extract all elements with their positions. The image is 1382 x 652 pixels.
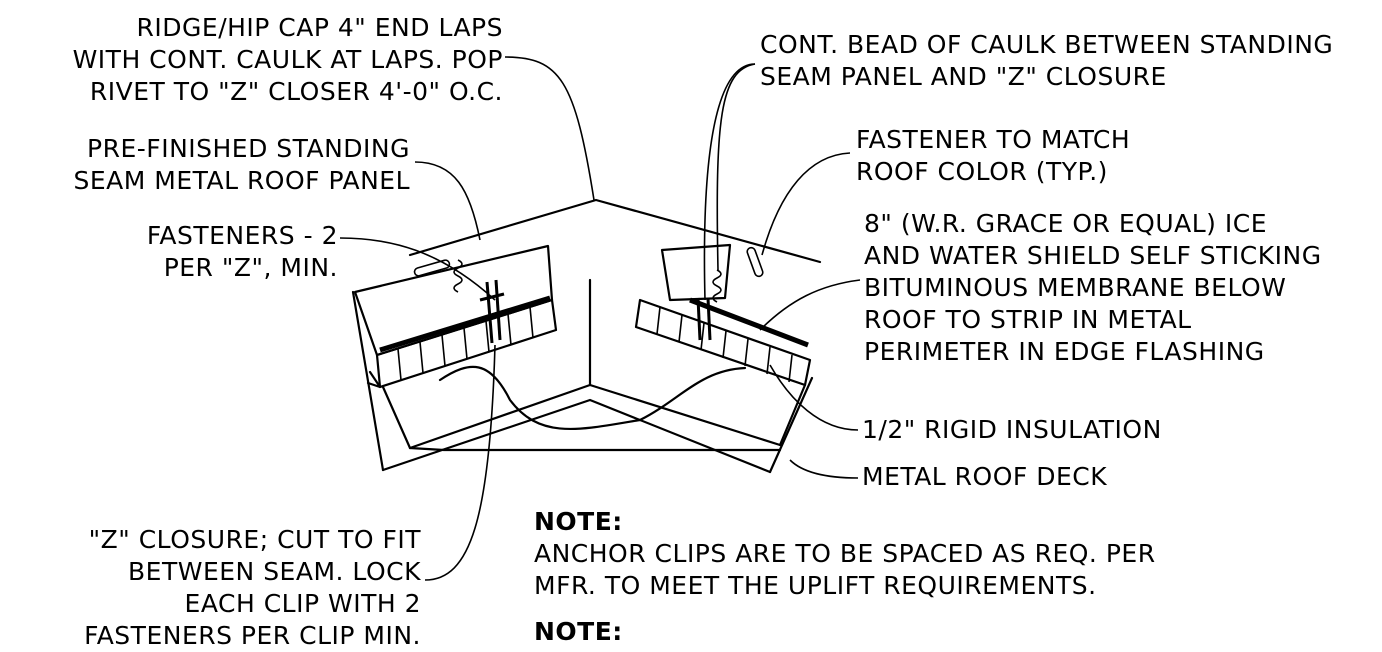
- metal-roof-deck: [381, 278, 782, 474]
- right-roof-assembly: [634, 243, 814, 474]
- ice-shield-line-4: ROOF TO STRIP IN METAL: [864, 305, 1192, 334]
- panel-line-1: PRE-FINISHED STANDING: [87, 134, 410, 163]
- note-1: NOTE: ANCHOR CLIPS ARE TO BE SPACED AS R…: [534, 507, 1156, 600]
- left-insulation-hatch: [397, 306, 534, 381]
- ice-shield-line-3: BITUMINOUS MEMBRANE BELOW: [864, 273, 1286, 302]
- note-1-heading: NOTE:: [534, 507, 623, 536]
- panel-label: PRE-FINISHED STANDING SEAM METAL ROOF PA…: [73, 134, 410, 195]
- right-insulation-hatch: [656, 306, 793, 383]
- left-panel: [353, 244, 554, 357]
- z-closure-line-4: FASTENERS PER CLIP MIN.: [84, 621, 421, 650]
- fastener-color-line-2: ROOF COLOR (TYP.): [856, 157, 1108, 186]
- ridge-cap-label: RIDGE/HIP CAP 4" END LAPS WITH CONT. CAU…: [73, 13, 503, 106]
- z-closure-line-2: BETWEEN SEAM. LOCK: [128, 557, 421, 586]
- z-closure-label: "Z" CLOSURE; CUT TO FIT BETWEEN SEAM. LO…: [84, 525, 421, 650]
- right-caulk-bead: [712, 269, 722, 303]
- insulation-label: 1/2" RIGID INSULATION: [862, 415, 1162, 444]
- deck-label: METAL ROOF DECK: [862, 462, 1107, 491]
- panel-line-2: SEAM METAL ROOF PANEL: [73, 166, 410, 195]
- note-2-heading: NOTE:: [534, 617, 623, 646]
- note-2: NOTE:: [534, 617, 623, 646]
- left-roof-assembly: [351, 244, 558, 472]
- ice-shield-line-5: PERIMETER IN EDGE FLASHING: [864, 337, 1265, 366]
- ridge-cap-line-3: RIVET TO "Z" CLOSER 4'-0" O.C.: [90, 77, 503, 106]
- z-closure-line-1: "Z" CLOSURE; CUT TO FIT: [89, 525, 422, 554]
- right-panel: [660, 243, 732, 302]
- fasteners-line-1: FASTENERS - 2: [147, 221, 338, 250]
- fasteners-label: FASTENERS - 2 PER "Z", MIN.: [147, 221, 338, 282]
- fasteners-line-2: PER "Z", MIN.: [164, 253, 338, 282]
- z-closure-line-3: EACH CLIP WITH 2: [185, 589, 421, 618]
- fastener-color-label: FASTENER TO MATCH ROOF COLOR (TYP.): [856, 125, 1130, 186]
- caulk-bead-line-2: SEAM PANEL AND "Z" CLOSURE: [760, 62, 1167, 91]
- caulk-bead-line-1: CONT. BEAD OF CAULK BETWEEN STANDING: [760, 30, 1333, 59]
- ice-shield-label: 8" (W.R. GRACE OR EQUAL) ICE AND WATER S…: [864, 209, 1322, 366]
- ridge-cap-line-2: WITH CONT. CAULK AT LAPS. POP: [73, 45, 503, 74]
- ice-shield-line-1: 8" (W.R. GRACE OR EQUAL) ICE: [864, 209, 1267, 238]
- left-insulation: [375, 298, 558, 389]
- note-1-line-1: ANCHOR CLIPS ARE TO BE SPACED AS REQ. PE…: [534, 539, 1156, 568]
- fastener-color-line-1: FASTENER TO MATCH: [856, 125, 1130, 154]
- note-1-line-2: MFR. TO MEET THE UPLIFT REQUIREMENTS.: [534, 571, 1097, 600]
- ridge-cap-line-1: RIDGE/HIP CAP 4" END LAPS: [137, 13, 503, 42]
- left-deck-flange: [366, 370, 382, 389]
- leader-lines: [339, 56, 861, 581]
- left-caulk-bead: [453, 259, 463, 293]
- ridge-cap: [408, 198, 822, 264]
- right-fastener-icon: [696, 246, 764, 341]
- caulk-bead-label: CONT. BEAD OF CAULK BETWEEN STANDING SEA…: [760, 30, 1333, 91]
- ice-shield-line-2: AND WATER SHIELD SELF STICKING: [864, 241, 1322, 270]
